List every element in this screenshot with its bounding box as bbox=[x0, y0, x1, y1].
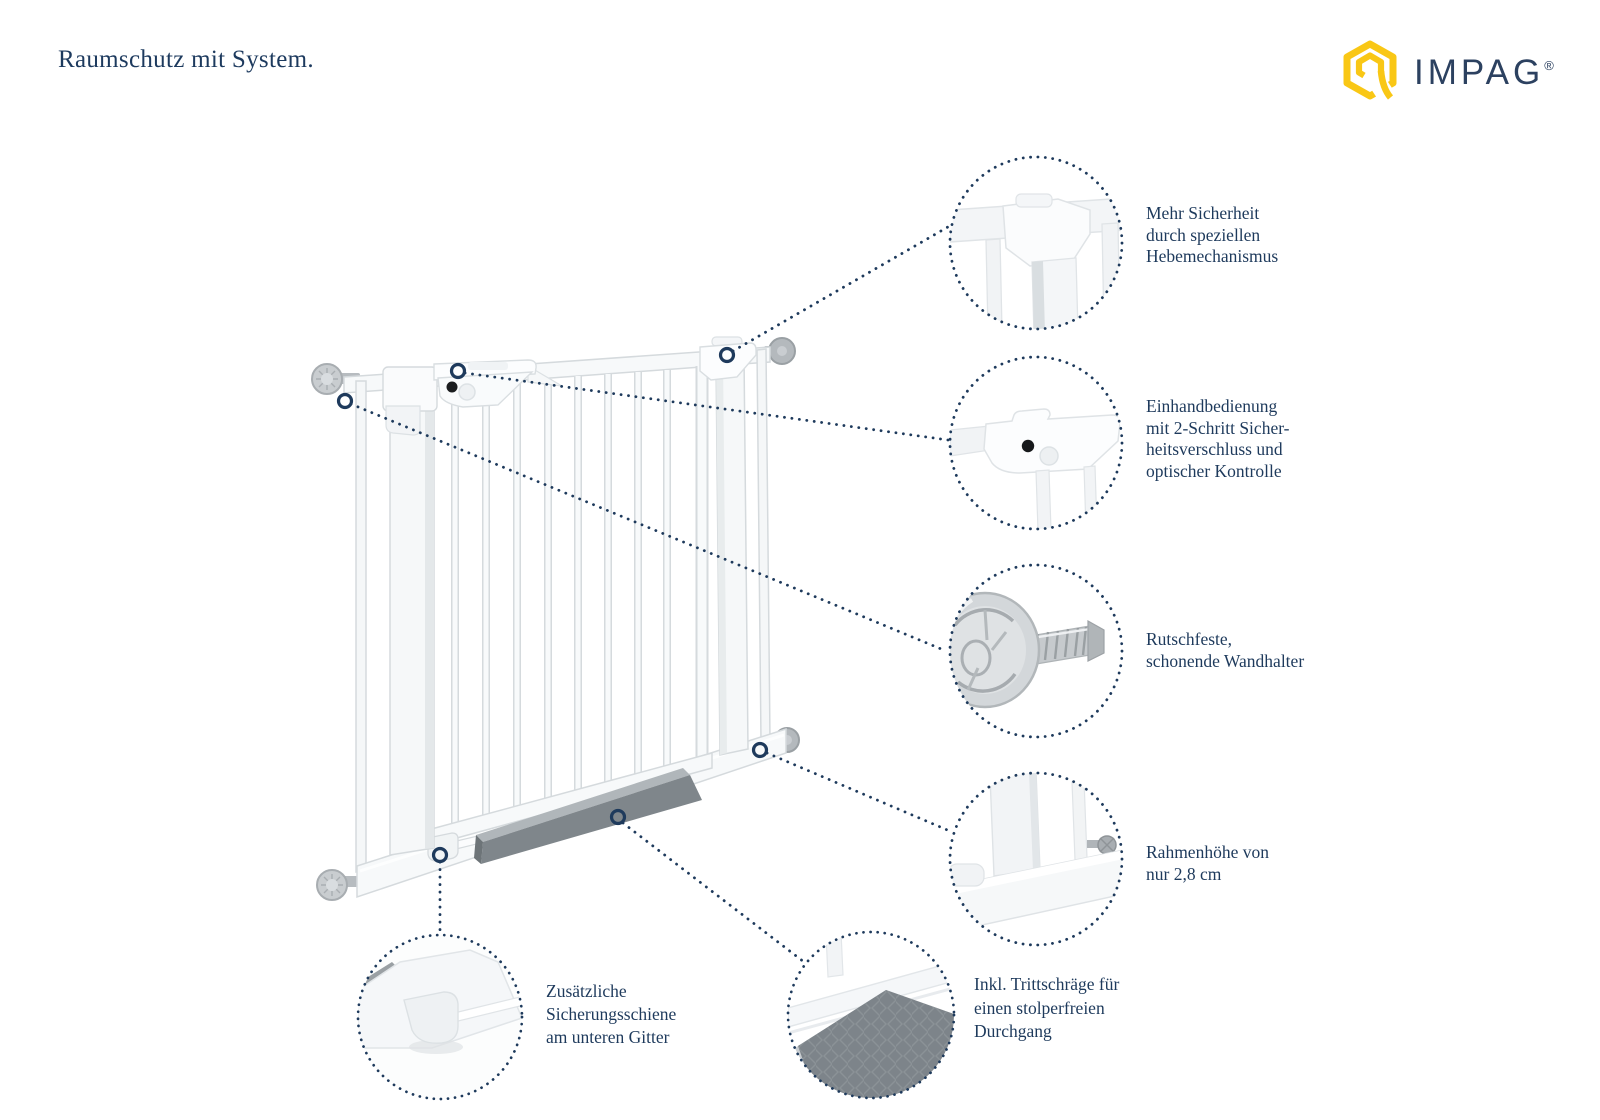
extension-post-shade bbox=[425, 400, 434, 849]
callout-text-hebemechanismus: Mehr Sicherheit durch speziellen Hebemec… bbox=[1146, 203, 1278, 268]
callout-text-line: einen stolperfreien bbox=[974, 997, 1105, 1018]
marker-einhandbedienung bbox=[449, 362, 467, 380]
callout-text-line: am unteren Gitter bbox=[546, 1027, 670, 1047]
extension-bracket-lip bbox=[385, 405, 421, 436]
callout-circle-hebemechanismus bbox=[948, 155, 1124, 331]
callout-text-line: Hebemechanismus bbox=[1146, 246, 1279, 266]
closeup-wandhalter bbox=[950, 565, 1122, 737]
closeup-einhandbedienung bbox=[950, 357, 1122, 529]
marker-hebemechanismus bbox=[718, 346, 736, 364]
brand-name: IMPAG bbox=[1414, 52, 1545, 92]
callout-text-line: heitsverschluss und bbox=[1146, 439, 1283, 459]
callout-text-trittschraege: Inkl. Trittschräge für einen stolperfrei… bbox=[974, 973, 1119, 1044]
brand-name-wrap: IMPAG® bbox=[1414, 55, 1554, 90]
wall-mount-bottom-left-icon bbox=[316, 869, 362, 901]
connector-einhandbedienung bbox=[463, 371, 950, 442]
callout-text-line: mit 2-Schritt Sicher- bbox=[1146, 417, 1290, 438]
callout-text-line: durch speziellen bbox=[1146, 224, 1261, 245]
callout-text-line: Zusätzliche bbox=[546, 981, 627, 1001]
page-title: Raumschutz mit System. bbox=[58, 46, 314, 73]
extension-bracket bbox=[382, 366, 438, 412]
callout-text-line: Rahmenhöhe von bbox=[1146, 842, 1269, 862]
callout-text-rahmenhoehe: Rahmenhöhe von nur 2,8 cm bbox=[1146, 842, 1269, 885]
callout-text-wandhalter: Rutschfeste, schonende Wandhalter bbox=[1146, 629, 1304, 672]
callout-text-line: Rutschfeste, bbox=[1146, 629, 1233, 649]
dotted-connectors bbox=[349, 222, 955, 964]
callout-text-line: nur 2,8 cm bbox=[1146, 863, 1222, 884]
callout-text-einhandbedienung: Einhandbedienung mit 2-Schritt Sicher- h… bbox=[1146, 396, 1290, 482]
callout-text-line: Inkl. Trittschräge für bbox=[974, 974, 1120, 994]
brand-logo: IMPAG® bbox=[1342, 40, 1554, 104]
gate-right-edge-bar bbox=[756, 348, 771, 743]
connector-rahmenhoehe bbox=[765, 751, 954, 834]
connector-hebemechanismus bbox=[731, 222, 955, 353]
callout-text-line: Durchgang bbox=[974, 1021, 1052, 1041]
callout-text-line: schonende Wandhalter bbox=[1146, 650, 1305, 671]
latch-top-slot bbox=[468, 362, 508, 370]
callout-circle-wandhalter bbox=[948, 563, 1124, 739]
marker-sicherungsschiene bbox=[431, 846, 449, 864]
gate bbox=[311, 336, 800, 901]
marker-trittschraege bbox=[609, 808, 627, 826]
feature-markers bbox=[336, 346, 769, 864]
registered-mark: ® bbox=[1544, 57, 1554, 73]
callout-circle-rahmenhoehe bbox=[948, 771, 1124, 947]
callout-circle-sicherungsschiene bbox=[356, 933, 524, 1101]
latch-indicator-dot bbox=[446, 381, 458, 393]
closeup-sicherungsschiene bbox=[358, 935, 522, 1099]
callout-text-line: optischer Kontrolle bbox=[1146, 460, 1282, 481]
threshold-ramp bbox=[474, 768, 702, 864]
callout-text-line: Mehr Sicherheit bbox=[1146, 203, 1260, 223]
marker-rahmenhoehe bbox=[751, 741, 769, 759]
safety-rail-clip bbox=[427, 832, 459, 862]
right-post-shade bbox=[716, 358, 727, 755]
latch-indicator-dot bbox=[1021, 439, 1035, 453]
connector-trittschraege bbox=[621, 821, 806, 964]
latch-button bbox=[458, 383, 476, 401]
callout-circle-einhandbedienung bbox=[948, 355, 1124, 531]
gate-bars bbox=[451, 366, 709, 823]
closeup-hebemechanismus bbox=[950, 157, 1122, 329]
closeup-rahmenhoehe bbox=[950, 773, 1122, 945]
connector-wandhalter bbox=[349, 402, 948, 653]
brand-logo-icon bbox=[1343, 40, 1397, 100]
latch-button bbox=[1039, 446, 1059, 466]
callout-circle-trittschraege bbox=[786, 930, 956, 1100]
marker-wandhalter bbox=[336, 392, 354, 410]
callout-text-line: Sicherungsschiene bbox=[546, 1004, 677, 1024]
closeup-trittschraege bbox=[788, 932, 954, 1098]
callout-text-sicherungsschiene: Zusätzliche Sicherungsschiene am unteren… bbox=[546, 980, 676, 1049]
callout-text-line: Einhandbedienung bbox=[1146, 396, 1278, 416]
gate-left-post bbox=[355, 380, 367, 873]
